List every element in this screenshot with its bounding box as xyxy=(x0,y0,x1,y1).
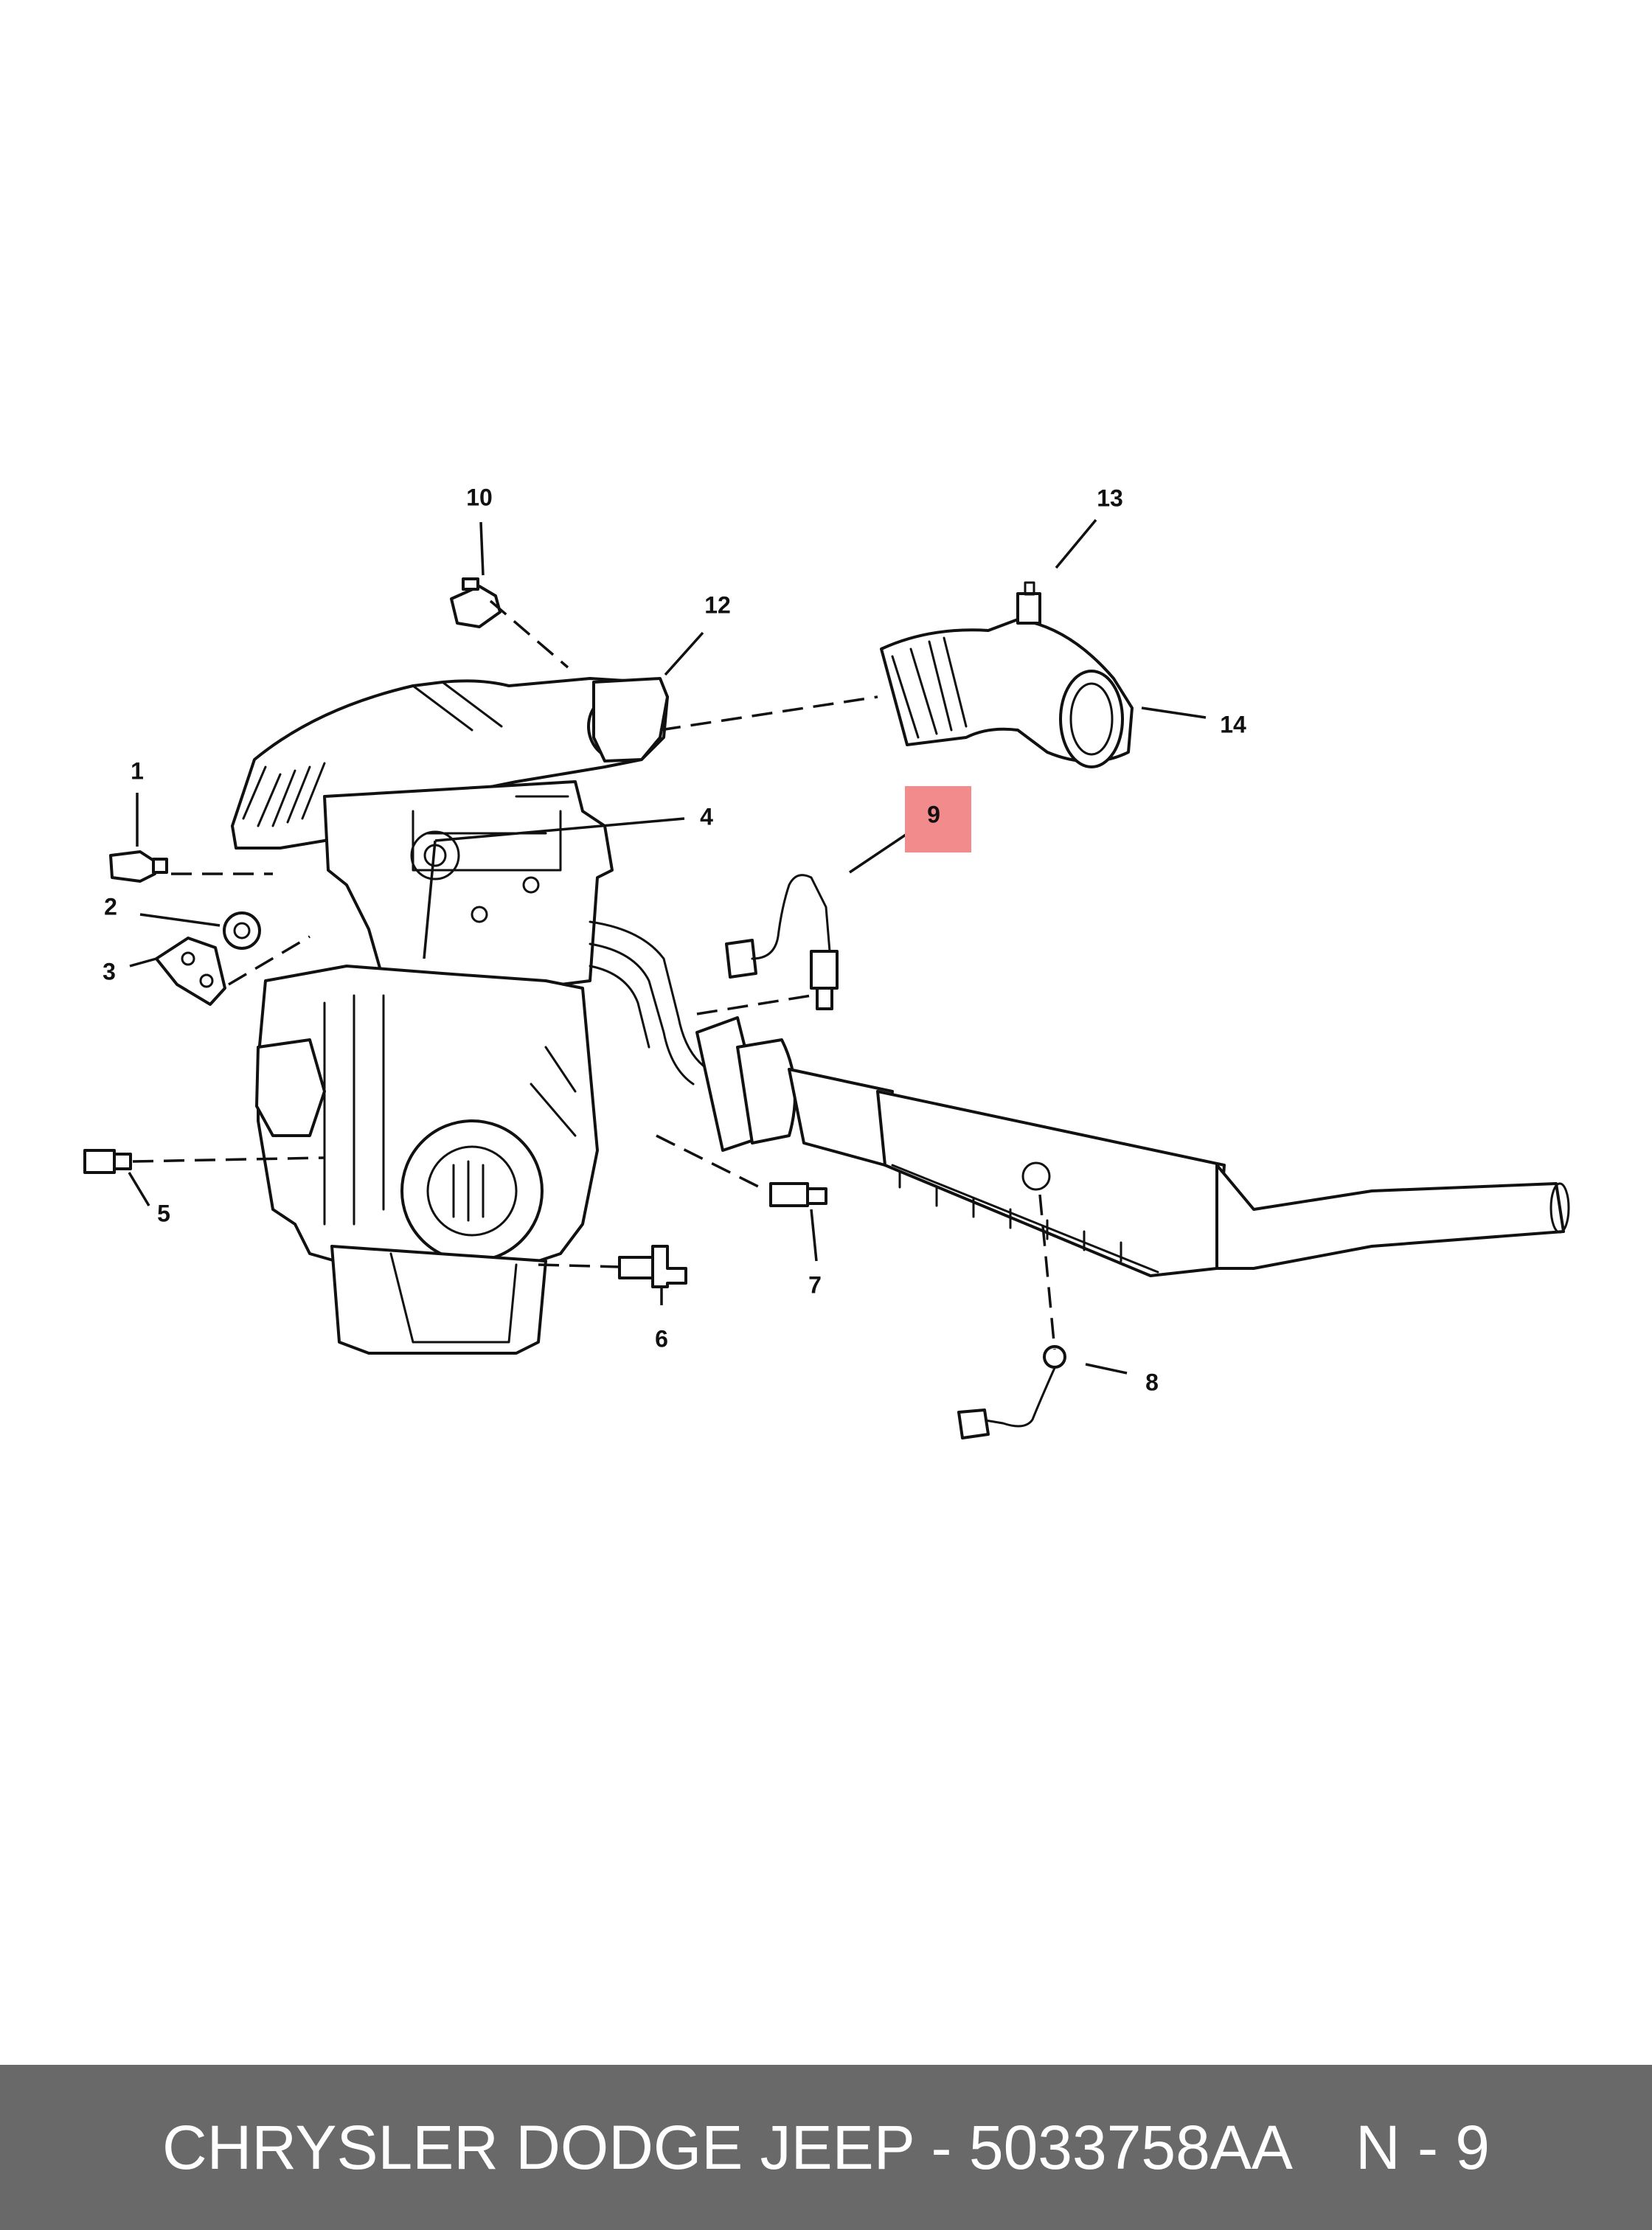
dashed-assembly-lines xyxy=(132,600,1056,1350)
part-5-sensor xyxy=(83,1149,132,1174)
callout-2: 2 xyxy=(104,893,117,920)
part-9-oxygen-sensor xyxy=(725,874,839,1010)
footer-bar: CHRYSLER DODGE JEEP - 5033758AA N - 9 xyxy=(0,2065,1652,2230)
part-10-sensor xyxy=(450,577,502,628)
footer-part-title: CHRYSLER DODGE JEEP - 5033758AA xyxy=(162,2113,1293,2182)
callout-14: 14 xyxy=(1220,711,1246,737)
callout-7: 7 xyxy=(808,1271,822,1298)
part-2-washer xyxy=(223,911,261,950)
footer-diagram-reference: N - 9 xyxy=(1356,2113,1490,2182)
part-6-sensor xyxy=(618,1245,687,1288)
parts-diagram: 1 2 3 4 5 6 7 8 9 10 12 13 14 xyxy=(83,484,1570,1439)
exhaust-converter xyxy=(695,1016,1570,1277)
callout-13: 13 xyxy=(1097,484,1123,511)
air-inlet-duct xyxy=(880,581,1134,768)
part-7-sensor xyxy=(769,1182,827,1207)
part-8-oxygen-sensor xyxy=(957,1345,1066,1439)
callout-9-highlight xyxy=(905,786,971,852)
callout-12: 12 xyxy=(704,591,731,618)
part-1-sensor xyxy=(109,850,168,883)
callout-9: 9 xyxy=(927,801,940,827)
callout-6: 6 xyxy=(655,1325,668,1352)
leader-lines xyxy=(128,518,1207,1375)
engine-assembly xyxy=(231,677,709,1355)
callout-10: 10 xyxy=(466,484,493,510)
part-12-throttle-cover xyxy=(592,677,669,763)
callout-8: 8 xyxy=(1145,1369,1159,1395)
callout-3: 3 xyxy=(103,958,116,984)
callout-4: 4 xyxy=(700,803,713,830)
callout-5: 5 xyxy=(157,1200,170,1226)
callout-1: 1 xyxy=(131,757,144,784)
part-3-bracket xyxy=(155,937,226,1006)
